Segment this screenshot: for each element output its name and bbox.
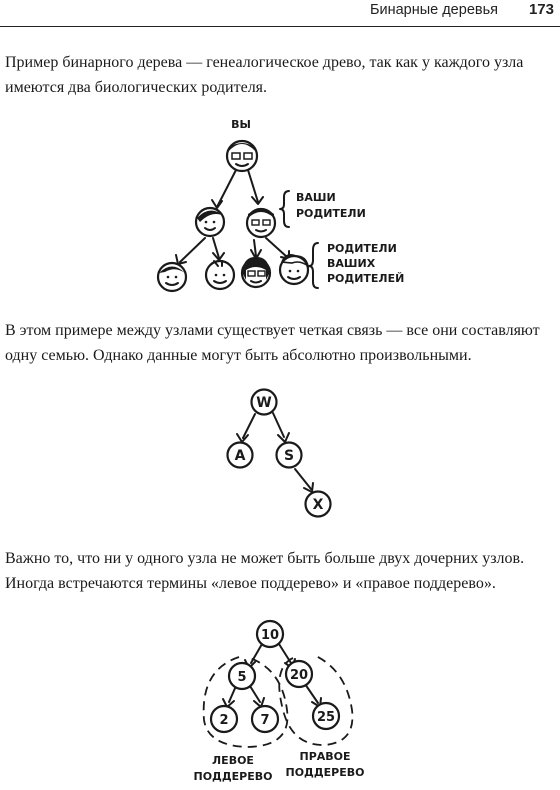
label-left-subtree-line1: ЛЕВОЕ	[212, 754, 254, 767]
face-grandparent-1	[156, 261, 188, 293]
label-you: ВЫ	[231, 118, 251, 131]
svg-text:20: 20	[290, 668, 308, 683]
svg-text:X: X	[313, 497, 324, 513]
node-x: X	[304, 490, 332, 518]
face-grandparent-3	[240, 256, 272, 289]
label-parents-line1: ВАШИ	[296, 191, 336, 204]
svg-text:7: 7	[260, 713, 269, 728]
label-parents-line2: РОДИТЕЛИ	[296, 207, 366, 220]
paragraph-subtrees: Важно то, что ни у одного узла не может …	[5, 550, 525, 592]
running-title: Бинарные деревья	[369, 2, 498, 18]
node-10: 10	[255, 619, 285, 649]
svg-text:S: S	[284, 448, 294, 464]
svg-text:W: W	[256, 395, 271, 411]
node-5: 5	[227, 661, 257, 691]
face-parent-left	[194, 206, 226, 238]
face-grandparent-4	[278, 254, 310, 286]
page-header: Бинарные деревья 173	[0, 0, 560, 27]
page-number: 173	[528, 1, 554, 18]
label-right-subtree-line1: ПРАВОЕ	[299, 750, 350, 763]
node-7: 7	[250, 704, 280, 734]
svg-text:2: 2	[219, 713, 228, 728]
right-subtree-outline	[278, 654, 354, 746]
label-grandparents-line1: РОДИТЕЛИ	[327, 242, 397, 255]
svg-text:10: 10	[261, 628, 279, 643]
label-grandparents-line3: РОДИТЕЛЕЙ	[327, 272, 404, 285]
subtree-outlines	[202, 654, 354, 748]
number-tree-figure: 10 5 20 2 7 25 ЛЕВОЕ ПОДДЕРЕВО ПРАВОЕ ПО…	[194, 619, 365, 783]
label-grandparents-line2: ВАШИХ	[327, 257, 376, 270]
family-tree-figure: ВЫ	[156, 118, 404, 293]
face-you	[225, 139, 259, 173]
node-w: W	[250, 388, 278, 416]
left-subtree-outline	[202, 656, 289, 748]
node-20: 20	[284, 659, 314, 689]
paragraph-arbitrary-data: В этом примере между узлами существует ч…	[5, 322, 540, 364]
node-2: 2	[209, 704, 239, 734]
svg-text:25: 25	[317, 710, 335, 725]
face-grandparent-2	[204, 259, 236, 291]
letter-tree-figure: W A S X	[226, 388, 332, 518]
svg-text:A: A	[235, 448, 246, 464]
label-left-subtree-line2: ПОДДЕРЕВО	[194, 770, 273, 783]
paragraph-family-tree: Пример бинарного дерева — генеалогическо…	[5, 54, 524, 96]
node-25: 25	[311, 701, 341, 731]
brace-parents	[279, 190, 290, 228]
face-parent-right	[245, 207, 277, 239]
node-s: S	[275, 441, 303, 469]
svg-text:5: 5	[237, 670, 246, 685]
node-a: A	[226, 441, 254, 469]
label-right-subtree-line2: ПОДДЕРЕВО	[286, 766, 365, 779]
brace-grandparents	[308, 242, 319, 289]
